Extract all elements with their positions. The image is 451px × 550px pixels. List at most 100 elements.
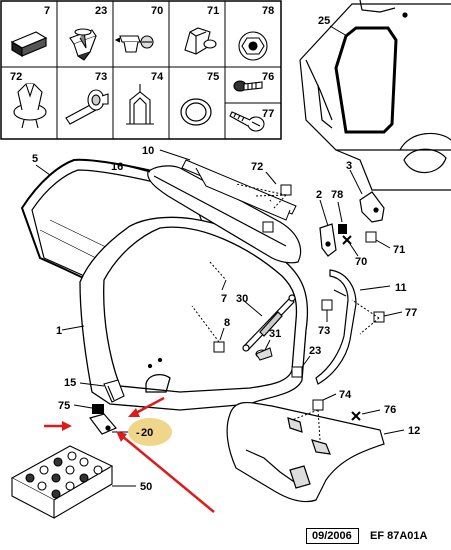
legend-ref-73: 73 bbox=[95, 71, 107, 83]
callout-31: 31 bbox=[269, 328, 281, 340]
leader-78 bbox=[337, 201, 343, 223]
leader-74 bbox=[322, 393, 337, 401]
callout-20: 20 bbox=[141, 427, 153, 439]
callout-77: 77 bbox=[405, 307, 417, 319]
callout-12: 12 bbox=[408, 425, 420, 437]
nut-78 bbox=[338, 224, 347, 234]
leader-31 bbox=[264, 339, 271, 351]
callout-5: 5 bbox=[32, 153, 38, 165]
leader-23 bbox=[301, 355, 311, 368]
callout-76: 76 bbox=[384, 404, 396, 416]
leader-8 bbox=[219, 327, 225, 341]
callout-72: 72 bbox=[251, 161, 263, 173]
legend-ref-75: 75 bbox=[207, 71, 219, 83]
callout-30: 30 bbox=[236, 293, 248, 305]
fastener-legend bbox=[0, 0, 282, 140]
legend-ref-72: 72 bbox=[10, 71, 22, 83]
callout-75: 75 bbox=[58, 400, 70, 412]
clip-box-74 bbox=[312, 399, 324, 411]
tailgate-seal-25 bbox=[334, 26, 398, 134]
leader-5 bbox=[35, 164, 51, 176]
highlight-bubble-20 bbox=[128, 418, 172, 446]
rectangular-pad-icon bbox=[10, 31, 48, 58]
car-rear-view bbox=[299, 0, 451, 191]
lower-trim-12 bbox=[226, 401, 385, 503]
clip-box-72 bbox=[280, 184, 292, 196]
legend-ref-78: 78 bbox=[262, 5, 274, 17]
leader-11 bbox=[359, 285, 391, 291]
hinge-bracket-3 bbox=[359, 191, 385, 223]
leader-10 bbox=[159, 149, 191, 161]
callout-73: 73 bbox=[318, 325, 330, 337]
gas-strut-30 bbox=[242, 294, 296, 352]
leader-30 bbox=[242, 299, 263, 317]
revision-date: 09/2006 bbox=[306, 528, 359, 544]
clip-box-73 bbox=[321, 299, 333, 311]
red-arrows bbox=[44, 396, 215, 513]
clip-box-23 bbox=[291, 366, 303, 378]
legend-ref-7: 7 bbox=[44, 5, 50, 17]
legend-ref-74: 74 bbox=[151, 71, 164, 83]
clip-box-72b bbox=[262, 221, 274, 233]
leader-25 bbox=[329, 25, 348, 37]
washer-75 bbox=[92, 404, 104, 414]
spoiler-16 bbox=[147, 165, 302, 264]
hinge-2 bbox=[319, 223, 337, 257]
screw-icon bbox=[114, 35, 154, 53]
long-screw-icon bbox=[229, 111, 265, 132]
fastener-kit-50 bbox=[10, 445, 114, 519]
brake-light-10 bbox=[181, 159, 297, 221]
leader-72 bbox=[265, 171, 277, 185]
screw-76-mark bbox=[351, 411, 361, 421]
rivet-nut-icon bbox=[69, 28, 97, 61]
clip-box-8 bbox=[213, 341, 225, 353]
callout-70: 70 bbox=[355, 256, 367, 268]
svg-text:-: - bbox=[136, 427, 140, 439]
clip-box-77 bbox=[373, 311, 385, 323]
clip-box-71 bbox=[365, 231, 377, 243]
callout-1: 1 bbox=[56, 325, 62, 337]
callout-71: 71 bbox=[393, 244, 405, 256]
leader-12 bbox=[383, 429, 405, 435]
callout-3: 3 bbox=[346, 160, 352, 172]
leader-16 bbox=[126, 165, 151, 173]
leader-70 bbox=[349, 243, 359, 257]
callout-11: 11 bbox=[395, 282, 407, 294]
callout-25: 25 bbox=[318, 15, 330, 27]
leader-77 bbox=[383, 311, 403, 317]
washer-icon bbox=[180, 98, 212, 126]
leader-71 bbox=[375, 239, 391, 249]
callout-78: 78 bbox=[331, 189, 343, 201]
callout-8: 8 bbox=[224, 317, 230, 329]
screw-70-mark bbox=[342, 235, 352, 245]
leader-75 bbox=[73, 404, 93, 409]
bracket-15 bbox=[103, 379, 125, 403]
legend-ref-76: 76 bbox=[262, 71, 274, 83]
pin-fastener-icon bbox=[65, 89, 109, 125]
leader-15 bbox=[79, 382, 105, 387]
leader-3 bbox=[349, 169, 363, 195]
callout-2: 2 bbox=[316, 189, 322, 201]
diagram-code: EF 87A01A bbox=[370, 530, 428, 542]
hex-nut-icon bbox=[238, 31, 268, 61]
callout-15: 15 bbox=[64, 377, 76, 389]
spring-clip-icon bbox=[126, 84, 154, 125]
side-trim-11 bbox=[315, 269, 357, 385]
callout-23: 23 bbox=[309, 345, 321, 357]
push-clip-icon bbox=[184, 27, 217, 55]
legend-ref-23: 23 bbox=[95, 5, 107, 17]
callout-10: 10 bbox=[142, 145, 154, 157]
legend-ref-77: 77 bbox=[262, 108, 274, 120]
expanding-clip-icon bbox=[13, 83, 47, 129]
leader-7 bbox=[221, 279, 227, 291]
legend-ref-70: 70 bbox=[151, 5, 163, 17]
callout-16: 16 bbox=[111, 161, 123, 173]
leader-1 bbox=[61, 325, 85, 331]
leader-76 bbox=[361, 409, 381, 415]
tailgate-panel bbox=[79, 216, 309, 411]
callout-7: 7 bbox=[221, 293, 227, 305]
small-screw-icon bbox=[233, 80, 263, 92]
callout-50: 50 bbox=[140, 481, 152, 493]
leader-2 bbox=[319, 199, 329, 227]
